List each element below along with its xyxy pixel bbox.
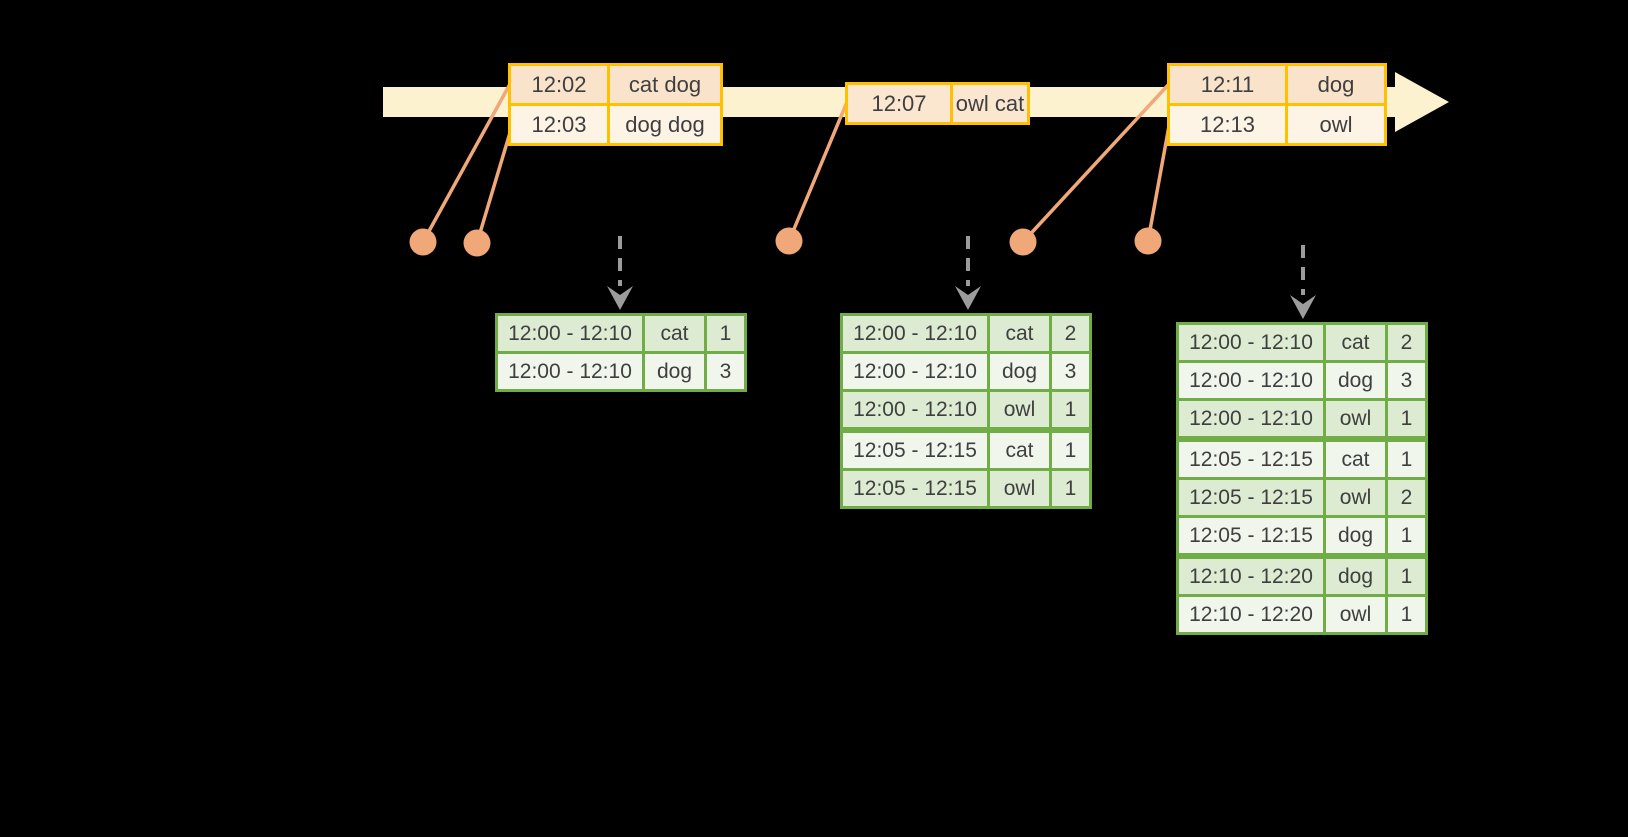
result-row: 12:00 - 12:10 dog 3	[1179, 363, 1425, 398]
count-cell: 1	[1388, 518, 1425, 553]
event-dot	[1009, 228, 1037, 256]
event-connector-line	[1146, 124, 1171, 243]
event-row: 12:11 dog	[1170, 66, 1384, 103]
event-box-1211: 12:11 dog 12:13 owl	[1167, 63, 1387, 146]
count-cell: 1	[1388, 401, 1425, 436]
count-cell: 1	[1388, 442, 1425, 477]
event-row: 12:07 owl cat	[848, 85, 1027, 122]
result-row: 12:10 - 12:20 dog 1	[1179, 559, 1425, 594]
count-cell: 3	[1388, 363, 1425, 398]
word-cell: cat	[990, 433, 1049, 468]
event-row: 12:03 dog dog	[511, 106, 720, 143]
event-dot	[409, 228, 437, 256]
word-cell: owl	[1326, 480, 1385, 515]
count-cell: 3	[707, 354, 744, 389]
event-row: 12:13 owl	[1170, 106, 1384, 143]
count-cell: 1	[707, 316, 744, 351]
event-row: 12:02 cat dog	[511, 66, 720, 103]
event-connector-line	[1021, 82, 1171, 244]
event-dot	[463, 229, 491, 257]
word-cell: owl	[1326, 597, 1385, 632]
timeline-arrowhead-icon	[1395, 72, 1449, 132]
word-cell: cat	[990, 316, 1049, 351]
trigger-arrowhead-icon	[607, 286, 633, 310]
trigger-arrowheads	[607, 286, 1316, 319]
result-row: 12:00 - 12:10 dog 3	[498, 354, 744, 389]
result-row: 12:05 - 12:15 dog 1	[1179, 518, 1425, 553]
word-cell: owl	[990, 392, 1049, 427]
window-cell: 12:05 - 12:15	[843, 433, 987, 468]
event-connector-line	[787, 100, 849, 243]
event-words-cell: dog	[1288, 66, 1384, 103]
count-cell: 2	[1052, 316, 1089, 351]
count-cell: 1	[1052, 392, 1089, 427]
event-box-1202: 12:02 cat dog 12:03 dog dog	[508, 63, 723, 146]
event-time-cell: 12:07	[848, 85, 950, 122]
window-cell: 12:00 - 12:10	[843, 316, 987, 351]
trigger-arrows	[618, 236, 1305, 295]
event-words-cell: owl cat	[953, 85, 1027, 122]
result-table-2: 12:00 - 12:10 cat 2 12:00 - 12:10 dog 3 …	[840, 313, 1092, 509]
count-cell: 1	[1052, 471, 1089, 506]
event-connector-line	[421, 82, 512, 244]
window-cell: 12:00 - 12:10	[1179, 325, 1323, 360]
event-connector-lines	[421, 82, 1171, 245]
window-cell: 12:05 - 12:15	[1179, 480, 1323, 515]
event-time-cell: 12:11	[1170, 66, 1285, 103]
word-cell: cat	[1326, 325, 1385, 360]
result-table-1: 12:00 - 12:10 cat 1 12:00 - 12:10 dog 3	[495, 313, 747, 392]
result-table-3: 12:00 - 12:10 cat 2 12:00 - 12:10 dog 3 …	[1176, 322, 1428, 635]
event-connector-line	[475, 124, 514, 245]
result-row: 12:00 - 12:10 cat 2	[843, 316, 1089, 351]
event-time-cell: 12:03	[511, 106, 607, 143]
count-cell: 1	[1388, 559, 1425, 594]
word-cell: dog	[645, 354, 704, 389]
event-words-cell: cat dog	[610, 66, 720, 103]
event-dot	[775, 227, 803, 255]
result-row: 12:05 - 12:15 cat 1	[1179, 442, 1425, 477]
window-cell: 12:10 - 12:20	[1179, 559, 1323, 594]
window-cell: 12:05 - 12:15	[1179, 442, 1323, 477]
window-cell: 12:00 - 12:10	[1179, 401, 1323, 436]
event-time-cell: 12:13	[1170, 106, 1285, 143]
result-row: 12:05 - 12:15 cat 1	[843, 433, 1089, 468]
window-cell: 12:00 - 12:10	[843, 354, 987, 389]
event-words-cell: owl	[1288, 106, 1384, 143]
result-row: 12:00 - 12:10 owl 1	[1179, 401, 1425, 436]
count-cell: 2	[1388, 325, 1425, 360]
window-cell: 12:10 - 12:20	[1179, 597, 1323, 632]
trigger-arrowhead-icon	[955, 286, 981, 310]
word-cell: dog	[990, 354, 1049, 389]
count-cell: 2	[1388, 480, 1425, 515]
window-cell: 12:00 - 12:10	[498, 354, 642, 389]
window-cell: 12:05 - 12:15	[843, 471, 987, 506]
trigger-arrowhead-icon	[1290, 295, 1316, 319]
word-cell: cat	[645, 316, 704, 351]
word-cell: dog	[1326, 559, 1385, 594]
result-row: 12:05 - 12:15 owl 2	[1179, 480, 1425, 515]
event-dot	[1134, 227, 1162, 255]
word-cell: dog	[1326, 363, 1385, 398]
count-cell: 3	[1052, 354, 1089, 389]
word-cell: owl	[990, 471, 1049, 506]
event-box-1207: 12:07 owl cat	[845, 82, 1030, 125]
count-cell: 1	[1388, 597, 1425, 632]
result-row: 12:10 - 12:20 owl 1	[1179, 597, 1425, 632]
result-row: 12:00 - 12:10 cat 1	[498, 316, 744, 351]
window-cell: 12:00 - 12:10	[498, 316, 642, 351]
event-words-cell: dog dog	[610, 106, 720, 143]
window-cell: 12:00 - 12:10	[843, 392, 987, 427]
result-row: 12:00 - 12:10 dog 3	[843, 354, 1089, 389]
word-cell: cat	[1326, 442, 1385, 477]
word-cell: owl	[1326, 401, 1385, 436]
event-dots	[409, 227, 1162, 257]
window-cell: 12:05 - 12:15	[1179, 518, 1323, 553]
word-cell: dog	[1326, 518, 1385, 553]
result-row: 12:05 - 12:15 owl 1	[843, 471, 1089, 506]
event-time-cell: 12:02	[511, 66, 607, 103]
result-row: 12:00 - 12:10 owl 1	[843, 392, 1089, 427]
window-cell: 12:00 - 12:10	[1179, 363, 1323, 398]
result-row: 12:00 - 12:10 cat 2	[1179, 325, 1425, 360]
count-cell: 1	[1052, 433, 1089, 468]
